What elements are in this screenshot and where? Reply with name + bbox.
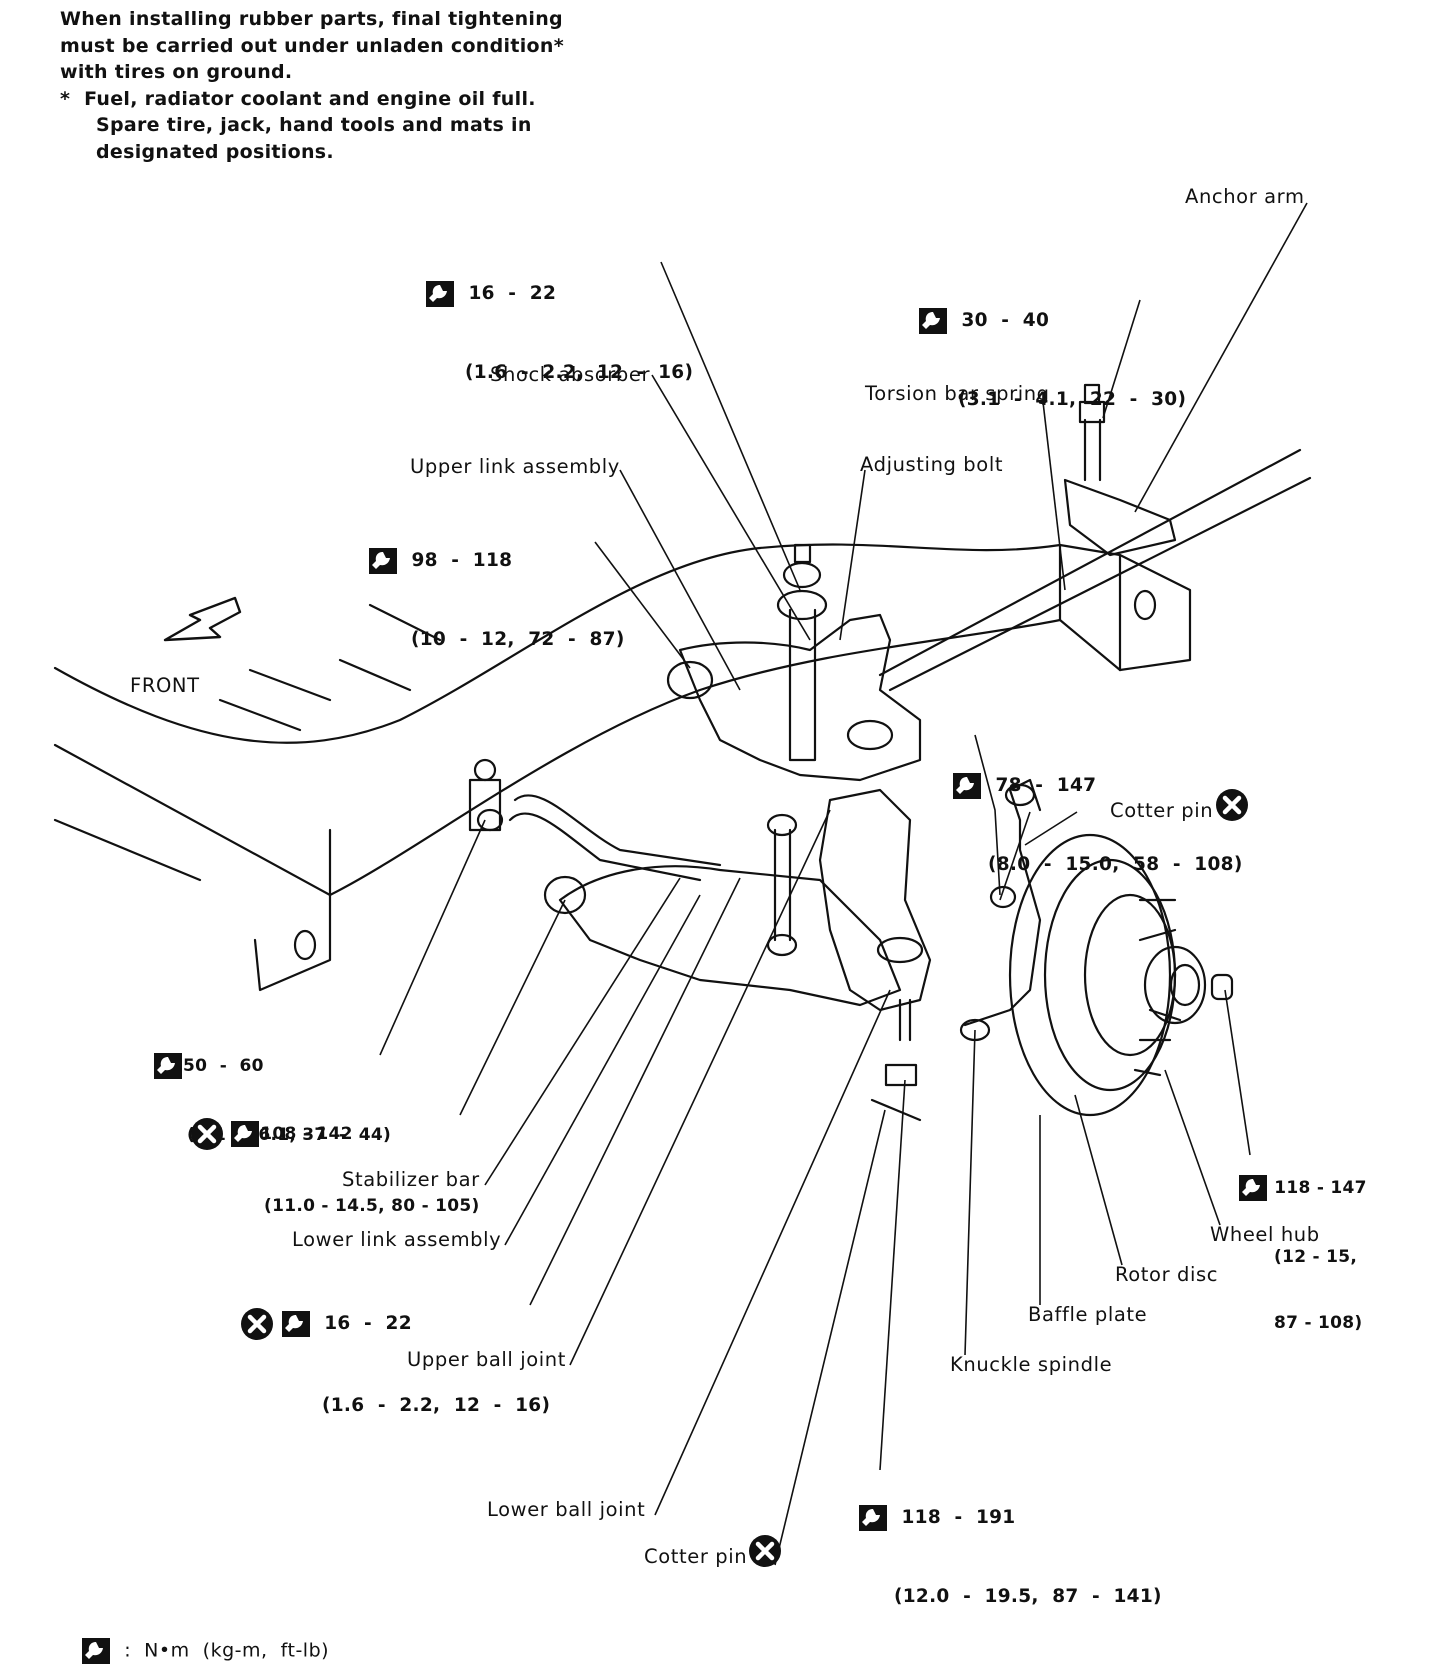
torque-value: 16 - 22 <box>324 1313 412 1334</box>
torque-wrench-icon <box>859 1505 887 1531</box>
torque-lower-link: 108 - 142 (11.0 - 14.5, 80 - 105) <box>190 1073 480 1239</box>
label-lower-ball-joint: Lower ball joint <box>487 1498 646 1521</box>
torque-sub: (5.1 - 6.1, 37 - 44) <box>187 1125 392 1145</box>
label-adjusting-bolt: Adjusting bolt <box>860 453 1004 476</box>
label-stabilizer-bar: Stabilizer bar <box>342 1168 480 1191</box>
label-knuckle-spindle: Knuckle spindle <box>950 1353 1113 1376</box>
upper-link <box>678 613 922 782</box>
torque-value: 118 - 191 <box>901 1507 1016 1528</box>
label-rotor-disc: Rotor disc <box>1115 1263 1219 1286</box>
torque-value: 78 - 147 <box>995 775 1097 796</box>
torque-wrench-icon <box>426 281 454 307</box>
do-not-reuse-icon <box>241 1308 273 1340</box>
lower-link <box>558 865 902 1007</box>
label-front: FRONT <box>130 674 200 697</box>
front-arrow <box>163 596 242 642</box>
torque-sub: (10 - 12, 72 - 87) <box>411 629 625 650</box>
baffle-plate <box>1008 833 1172 1117</box>
do-not-reuse-icon <box>749 1535 781 1567</box>
torsion-bar <box>878 448 1312 692</box>
torque-sub: (12 - 15, <box>1274 1247 1358 1267</box>
torque-sub: (8.0 - 15.0, 58 - 108) <box>988 854 1243 875</box>
torque-wheel-nut: 118 - 147 (12 - 15, 87 - 108) <box>1238 1130 1367 1356</box>
legend-text: : N•m (kg-m, ft-lb) <box>124 1639 330 1662</box>
label-upper-ball-joint: Upper ball joint <box>407 1348 566 1371</box>
torque-wrench-icon <box>369 548 397 574</box>
torque-lower-ball: 118 - 191 (12.0 - 19.5, 87 - 141) <box>858 1452 1162 1636</box>
torque-wrench-icon <box>82 1638 111 1664</box>
note-bullet-line: Spare tire, jack, hand tools and mats in <box>96 114 532 136</box>
shock-absorber-body <box>788 608 817 762</box>
torque-unit-legend: : N•m (kg-m, ft-lb) <box>68 1615 329 1665</box>
label-wheel-hub: Wheel hub <box>1210 1223 1320 1246</box>
installation-note: When installing rubber parts, final tigh… <box>60 6 564 165</box>
label-cotter-pin-lower: Cotter pin <box>644 1545 748 1568</box>
note-line: must be carried out under unladen condit… <box>60 34 564 57</box>
label-shock-absorber: Shock absorber <box>490 363 651 386</box>
label-baffle-plate: Baffle plate <box>1028 1303 1148 1326</box>
torque-shock-top: 16 - 22 (1.6 - 2.2, 12 - 16) <box>425 228 693 412</box>
torque-wrench-icon <box>953 773 981 799</box>
torque-value: 50 - 60 <box>183 1056 264 1076</box>
torque-sub: (3.1 - 4.1, 22 - 30) <box>958 389 1187 410</box>
frame-rail <box>53 543 1122 744</box>
torque-value: 118 - 147 <box>1274 1178 1367 1198</box>
label-upper-link-assembly: Upper link assembly <box>410 455 620 478</box>
torque-wrench-icon <box>154 1053 182 1079</box>
torque-wrench-icon <box>919 308 947 334</box>
torque-upper-ball: 78 - 147 (8.0 - 15.0, 58 - 108) <box>952 720 1243 904</box>
torque-value: 98 - 118 <box>411 550 513 571</box>
label-cotter-pin-upper: Cotter pin <box>1110 799 1214 822</box>
note-line: with tires on ground. <box>60 61 293 83</box>
do-not-reuse-icon <box>1216 789 1248 821</box>
torque-value: 108 - 142 <box>260 1124 353 1144</box>
torque-upper-link: 98 - 118 (10 - 12, 72 - 87) <box>368 495 625 679</box>
torque-wrench-icon <box>231 1121 260 1147</box>
torque-sub: (1.6 - 2.2, 12 - 16) <box>465 362 694 383</box>
do-not-reuse-icon <box>191 1118 223 1150</box>
torque-wrench-icon <box>281 1311 310 1337</box>
note-line: When installing rubber parts, final tigh… <box>60 8 563 30</box>
wheel-hub <box>1143 945 1207 1025</box>
torque-sub: (11.0 - 14.5, 80 - 105) <box>264 1196 480 1216</box>
torque-stab-bracket: 50 - 60 (5.1 - 6.1, 37 - 44) <box>153 1008 391 1168</box>
note-bullet-line: * Fuel, radiator coolant and engine oil … <box>60 87 536 110</box>
torque-stab-link: 16 - 22 (1.6 - 2.2, 12 - 16) <box>240 1255 550 1445</box>
torque-sub: (12.0 - 19.5, 87 - 141) <box>894 1586 1162 1607</box>
label-lower-link-assembly: Lower link assembly <box>292 1228 502 1251</box>
torque-sub: (1.6 - 2.2, 12 - 16) <box>322 1395 551 1416</box>
torque-wrench-icon <box>1239 1175 1267 1201</box>
note-bullet-line: designated positions. <box>96 140 334 163</box>
label-anchor-arm: Anchor arm <box>1185 185 1305 208</box>
knuckle <box>818 788 932 1012</box>
stabilizer-bar <box>508 794 722 882</box>
torque-value: 16 - 22 <box>468 283 557 304</box>
torque-anchor: 30 - 40 (3.1 - 4.1, 22 - 30) <box>918 255 1186 439</box>
anchor-arm <box>1063 478 1177 557</box>
torque-sub: 87 - 108) <box>1274 1313 1363 1333</box>
label-torsion-bar-spring: Torsion bar spring <box>865 382 1050 405</box>
torque-value: 30 - 40 <box>961 310 1050 331</box>
